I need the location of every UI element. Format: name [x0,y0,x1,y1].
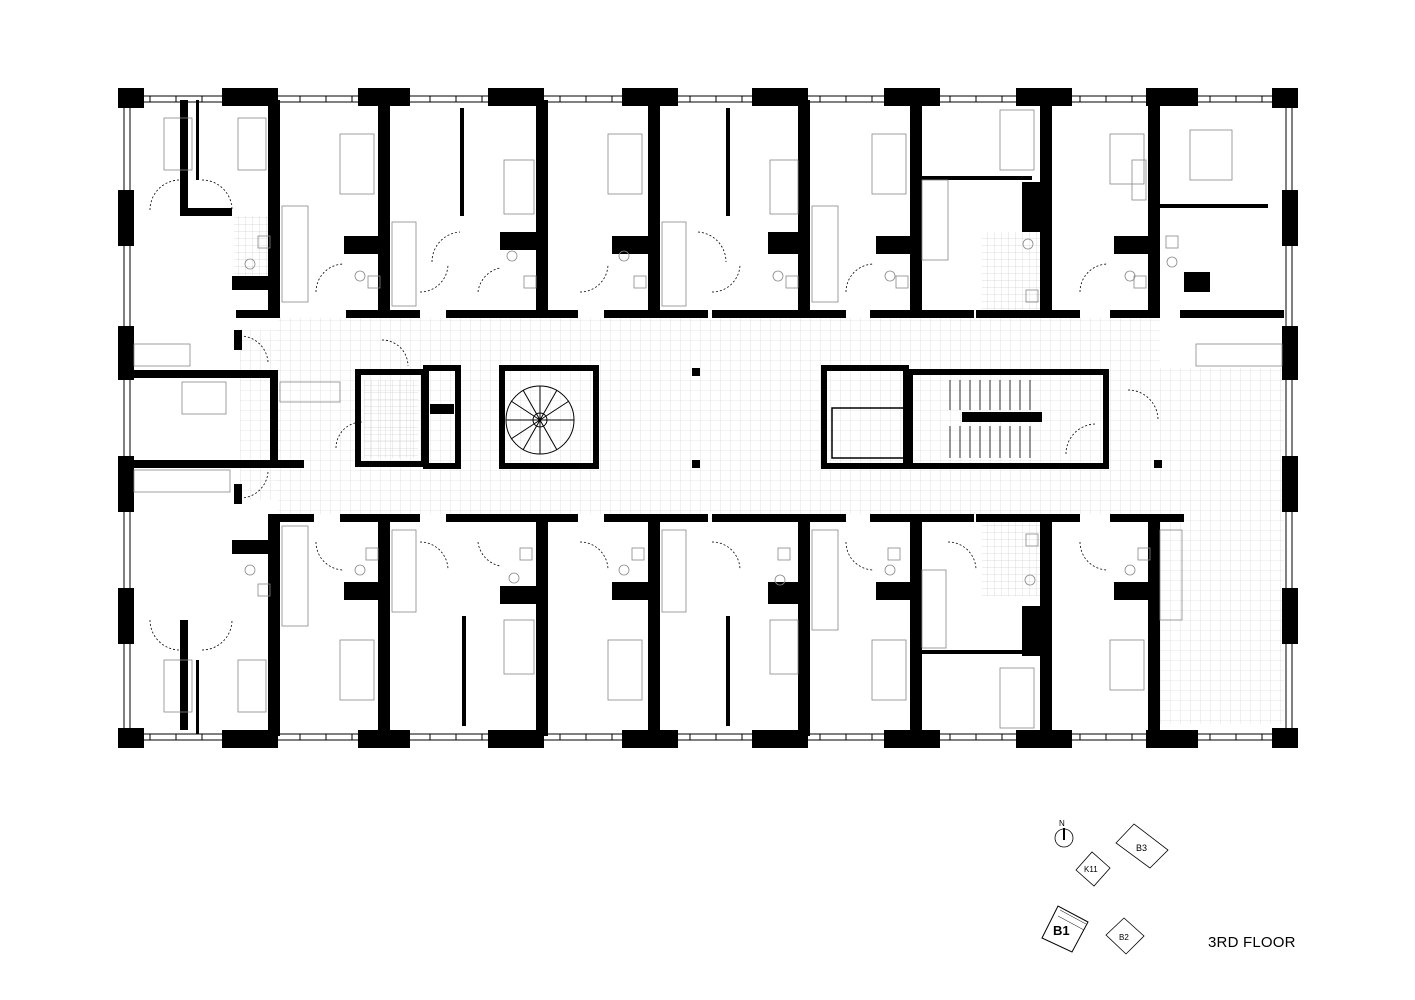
furniture [133,109,1283,729]
floor-label: 3RD FLOOR [1208,934,1296,951]
spiral-stair [505,385,575,455]
west-wing-walls [124,330,304,504]
spiral-stair-enclosure [499,365,599,469]
svg-text:K11: K11 [1084,865,1098,874]
north-arrow: N [1054,819,1074,848]
svg-text:B1: B1 [1053,923,1070,938]
key-plan: N B3 K11 B1 B2 [1041,819,1169,955]
shower-room-floor [364,380,418,458]
bath-floor-s1 [982,522,1046,596]
key-building-b1: B1 [1041,905,1089,953]
north-label: N [1059,819,1065,828]
key-building-b2: B2 [1105,917,1145,955]
key-building-b3: B3 [1115,823,1169,869]
key-building-k11: K11 [1075,851,1111,887]
bath-floor-w1 [234,216,272,282]
central-core [355,365,1162,469]
core-column-2 [692,460,700,468]
core-column-1 [692,368,700,376]
common-room-floor [1160,368,1284,724]
tiled-floors [234,216,1284,724]
bath-floor-n1 [982,232,1046,310]
facade-piers [118,88,1298,748]
door-swings [149,179,1159,651]
svg-text:B3: B3 [1136,843,1147,853]
lift-shaft [821,365,909,469]
north-unit-walls [180,100,1284,318]
stair-enclosure [907,369,1109,469]
south-unit-walls [180,514,1184,736]
svg-text:B2: B2 [1119,933,1129,942]
